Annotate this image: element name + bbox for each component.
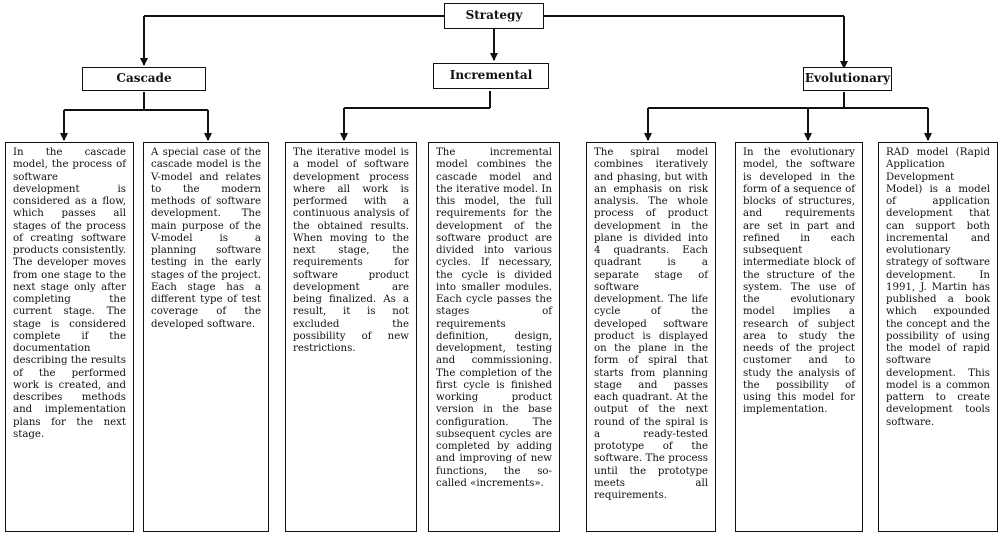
incremental-model-box: The incremental model combines the casca… <box>428 142 560 532</box>
v-model-box: A special case of the cascade model is t… <box>143 142 269 532</box>
root-strategy-node: Strategy <box>444 3 544 29</box>
evolutionary-node: Evolutionary <box>803 67 892 91</box>
waterfall-model-box: In the cascade model, the process of sof… <box>5 142 134 532</box>
cascade-node: Cascade <box>82 67 206 91</box>
spiral-model-box: The spiral model combines iteratively an… <box>586 142 716 532</box>
iterative-model-box: The iterative model is a model of softwa… <box>285 142 417 532</box>
evolutionary-model-box: In the evolutionary model, the software … <box>735 142 863 532</box>
incremental-node: Incremental <box>433 63 549 89</box>
rad-model-box: RAD model (Rapid Application Development… <box>878 142 998 532</box>
